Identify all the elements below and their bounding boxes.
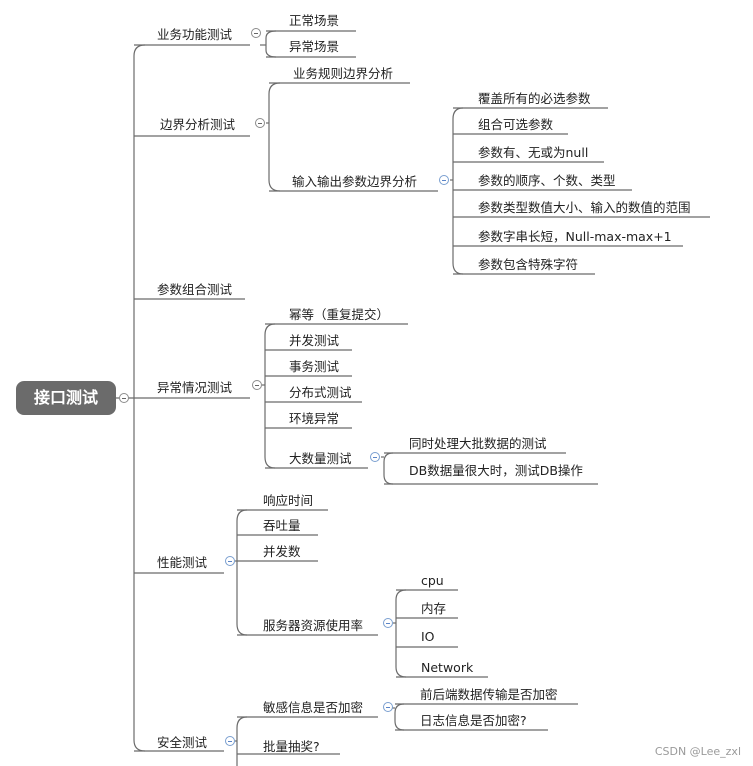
watermark-text: CSDN @Lee_zxl — [654, 745, 741, 758]
branch-param-combination[interactable]: 参数组合测试 — [157, 282, 233, 297]
node-optional-params[interactable]: 组合可选参数 — [478, 117, 554, 132]
collapse-toggle-icon[interactable] — [383, 702, 393, 712]
collapse-toggle-icon[interactable] — [251, 28, 261, 38]
node-param-string-length[interactable]: 参数字串长短，Null-max-max+1 — [478, 229, 672, 244]
node-large-db-test[interactable]: DB数据量很大时，测试DB操作 — [409, 463, 583, 478]
node-io[interactable]: IO — [421, 629, 435, 644]
branch-business-function[interactable]: 业务功能测试 — [157, 27, 233, 42]
branch-boundary-analysis[interactable]: 边界分析测试 — [160, 117, 236, 132]
node-abnormal-scenario[interactable]: 异常场景 — [289, 39, 340, 54]
node-param-value-range[interactable]: 参数类型数值大小、输入的数值的范围 — [478, 200, 691, 215]
node-idempotent[interactable]: 幂等（重复提交） — [289, 307, 390, 322]
collapse-toggle-icon[interactable] — [383, 618, 393, 628]
node-sensitive-encryption[interactable]: 敏感信息是否加密 — [263, 700, 364, 715]
root-node[interactable]: 接口测试 — [16, 381, 116, 415]
node-concurrency-test[interactable]: 并发测试 — [289, 333, 340, 348]
node-log-encryption[interactable]: 日志信息是否加密? — [420, 713, 527, 728]
node-distributed-test[interactable]: 分布式测试 — [289, 385, 352, 400]
collapse-toggle-icon[interactable] — [255, 118, 265, 128]
node-normal-scenario[interactable]: 正常场景 — [289, 13, 340, 28]
node-cpu[interactable]: cpu — [421, 573, 444, 588]
branch-exception[interactable]: 异常情况测试 — [157, 380, 233, 395]
node-transport-encryption[interactable]: 前后端数据传输是否加密 — [420, 687, 558, 702]
node-transaction-test[interactable]: 事务测试 — [289, 359, 340, 374]
collapse-toggle-icon[interactable] — [225, 736, 235, 746]
collapse-toggle-icon[interactable] — [225, 556, 235, 566]
node-param-special-chars[interactable]: 参数包含特殊字符 — [478, 257, 579, 272]
collapse-toggle-icon[interactable] — [370, 452, 380, 462]
node-param-order-type[interactable]: 参数的顺序、个数、类型 — [478, 173, 616, 188]
node-concurrency-count[interactable]: 并发数 — [263, 544, 301, 559]
node-network[interactable]: Network — [421, 660, 474, 675]
node-environment-exception[interactable]: 环境异常 — [289, 411, 340, 426]
collapse-toggle-icon[interactable] — [439, 175, 449, 185]
branch-performance[interactable]: 性能测试 — [157, 555, 208, 570]
node-batch-data-test[interactable]: 同时处理大批数据的测试 — [409, 436, 547, 451]
node-throughput[interactable]: 吞吐量 — [263, 518, 301, 533]
branch-security[interactable]: 安全测试 — [157, 735, 208, 750]
node-io-param-boundary[interactable]: 输入输出参数边界分析 — [292, 174, 418, 189]
node-param-null[interactable]: 参数有、无或为null — [478, 145, 589, 160]
collapse-toggle-icon[interactable] — [119, 393, 129, 403]
collapse-toggle-icon[interactable] — [252, 380, 262, 390]
node-batch-lottery[interactable]: 批量抽奖? — [263, 739, 320, 754]
node-bulk-test[interactable]: 大数量测试 — [289, 451, 352, 466]
node-server-resource-usage[interactable]: 服务器资源使用率 — [263, 618, 364, 633]
node-required-params[interactable]: 覆盖所有的必选参数 — [478, 91, 591, 106]
node-memory[interactable]: 内存 — [421, 601, 447, 616]
node-business-rule-boundary[interactable]: 业务规则边界分析 — [293, 66, 394, 81]
node-response-time[interactable]: 响应时间 — [263, 493, 314, 508]
